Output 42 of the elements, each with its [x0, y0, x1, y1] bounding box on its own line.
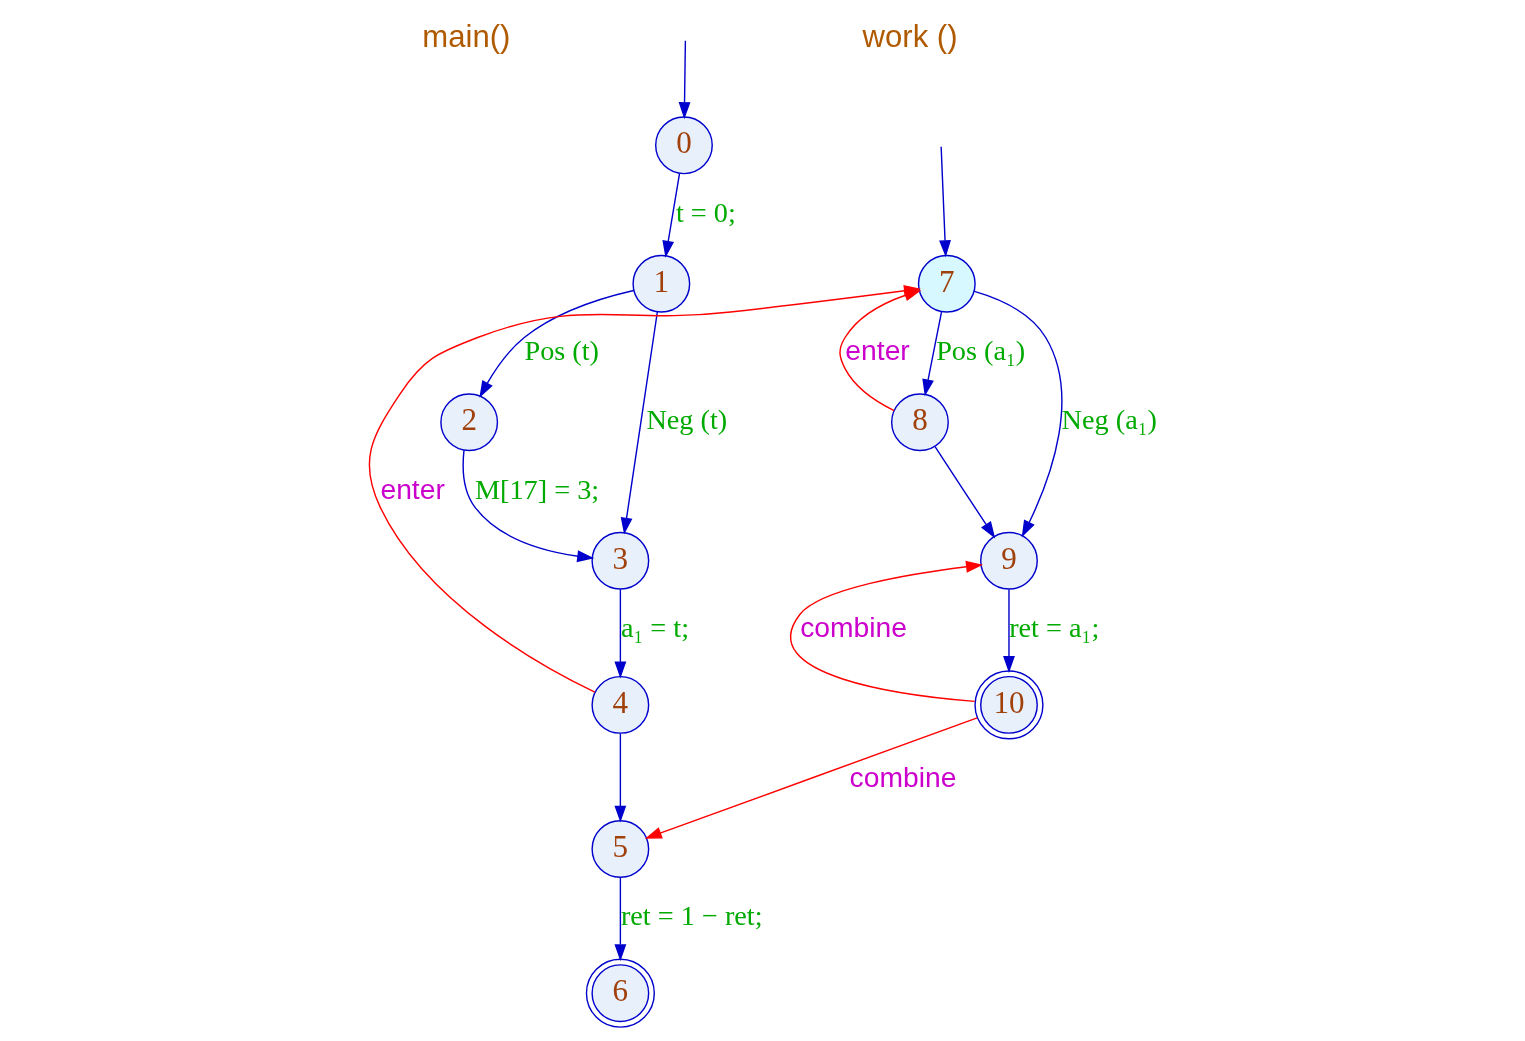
arrow: [461, 449, 594, 563]
edge-label: a₁ = t;: [620, 612, 689, 644]
label: work (): [862, 19, 958, 55]
edge-label: enter: [844, 334, 910, 367]
node-circle: 8: [890, 393, 949, 452]
arrow: [938, 146, 951, 258]
arrow: [933, 446, 995, 539]
arrow: [478, 289, 634, 398]
arrow: [789, 560, 983, 703]
edge-label: Neg (t): [645, 404, 727, 436]
node-circle: 1: [631, 254, 690, 313]
label: main(): [421, 19, 510, 55]
edge-label: enter: [379, 472, 445, 505]
arrow: [620, 311, 658, 535]
node-circle: 10: [973, 670, 1044, 740]
edge-label: Pos (a₁): [935, 335, 1025, 367]
arrow: [921, 311, 942, 397]
arrow: [613, 877, 626, 962]
arrow: [973, 290, 1063, 538]
edge-label: t = 0;: [675, 196, 736, 228]
arrow: [1002, 588, 1015, 673]
edge-label: combine: [799, 611, 907, 644]
arrow: [678, 40, 690, 120]
edge-label: combine: [849, 760, 956, 793]
arrow: [644, 717, 978, 839]
edge-label: Neg (a₁): [1061, 404, 1157, 436]
node-circle: 0: [654, 116, 713, 175]
edge-label: M[17] = 3;: [474, 473, 599, 505]
node-circle: 4: [590, 675, 649, 734]
edge-label: Pos (t): [523, 335, 599, 367]
arrow: [661, 172, 680, 258]
edge-label: ret = a₁;: [1008, 612, 1099, 644]
node-circle: 3: [590, 531, 649, 590]
node-circle: 5: [590, 820, 649, 878]
node-circle: 6: [585, 958, 655, 1028]
node-circle: 2: [439, 393, 498, 452]
node-circle: 7: [917, 254, 976, 313]
arrow: [613, 588, 626, 679]
edge-label: ret = 1 − ret;: [620, 900, 763, 932]
arrow: [838, 289, 921, 412]
node-circle: 9: [979, 531, 1038, 590]
arrow: [613, 732, 626, 823]
